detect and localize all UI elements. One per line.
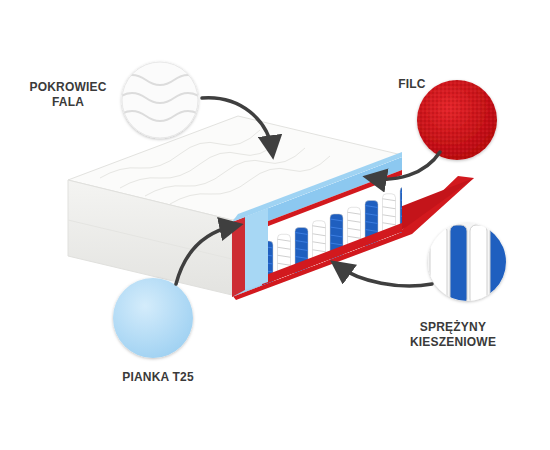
part-label: FILC [392,77,432,92]
sample-circles [113,62,506,358]
part-label: PIANKA T25 [120,370,196,385]
part-label: POKROWIEC FALA [20,80,116,110]
part-label: SPRĘŻYNY KIESZENIOWE [390,320,516,350]
leader-arrows [176,98,440,286]
